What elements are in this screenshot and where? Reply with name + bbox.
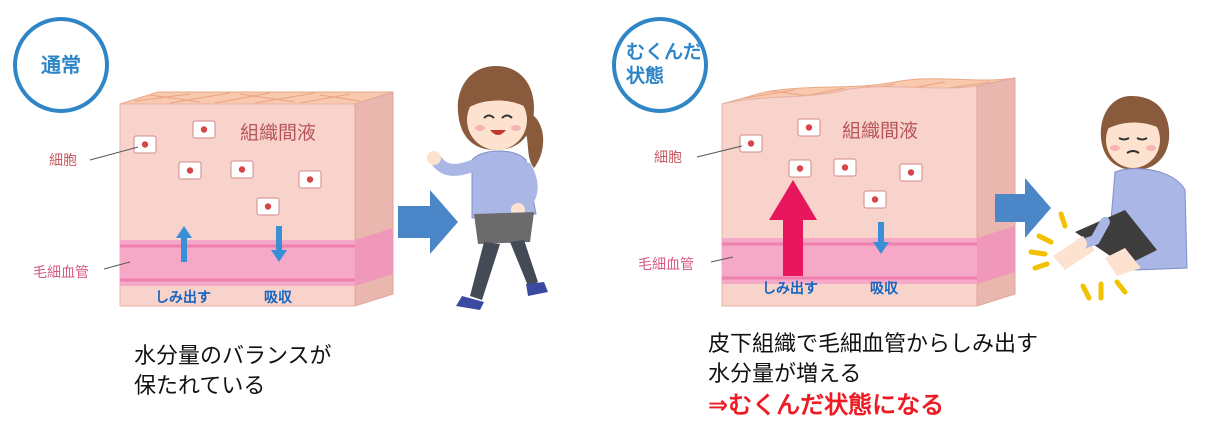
caption-line: 皮下組織で毛細血管からしみ出す [708,332,1039,357]
up-arrow-icon [769,180,817,276]
right-arrow-icon [398,190,458,254]
caption-line: 保たれている [134,374,266,399]
capillary [722,238,977,284]
badge-line: むくんだ [626,41,703,64]
caption-line: 水分量のバランスが [134,344,332,369]
vessel-label: 毛細血管 [638,257,694,273]
fluid-label: 組織間液 [240,122,317,144]
cell-label: 細胞 [49,153,77,169]
conclusion-text: ⇒むくんだ状態になる [708,391,945,419]
caption-line: 水分量が増える [708,362,862,387]
seep-label: しみ出す [762,281,818,297]
badge-line: 状態 [626,65,665,87]
normal-badge: 通常 [13,17,109,113]
cell-icon [133,120,322,216]
up-arrow-icon [176,226,192,262]
fluid-label: 組織間液 [842,120,919,142]
normal-skin-diagram [89,66,548,310]
down-arrow-icon [271,226,287,262]
swollen-caption: 皮下組織で毛細血管からしみ出す 水分量が増える ⇒むくんだ状態になる [708,330,1038,420]
absorb-label: 吸収 [870,281,898,297]
right-arrow-icon [995,178,1051,238]
cell-icon [739,118,923,209]
absorb-label: 吸収 [264,290,292,306]
walking-woman-illustration [427,66,548,310]
down-arrow-icon [873,222,889,254]
pain-marks-icon [1028,211,1128,301]
normal-panel: 通常 組織間液 細胞 毛細血管 しみ出す 吸収 水分量のバランスが 保たれている [0,0,600,426]
normal-caption: 水分量のバランスが 保たれている [134,342,332,402]
swollen-badge: むくんだ 状態 [612,17,708,113]
cell-label: 細胞 [654,150,682,166]
vessel-label: 毛細血管 [33,265,89,281]
skin-texture [134,92,361,104]
capillary [120,240,355,286]
swollen-skin-diagram [696,77,1188,307]
seep-label: しみ出す [155,290,211,306]
sitting-woman-illustration [1053,96,1188,276]
swollen-panel: むくんだ 状態 組織間液 細胞 毛細血管 しみ出す 吸収 皮下組織で毛細血管から… [605,0,1215,426]
